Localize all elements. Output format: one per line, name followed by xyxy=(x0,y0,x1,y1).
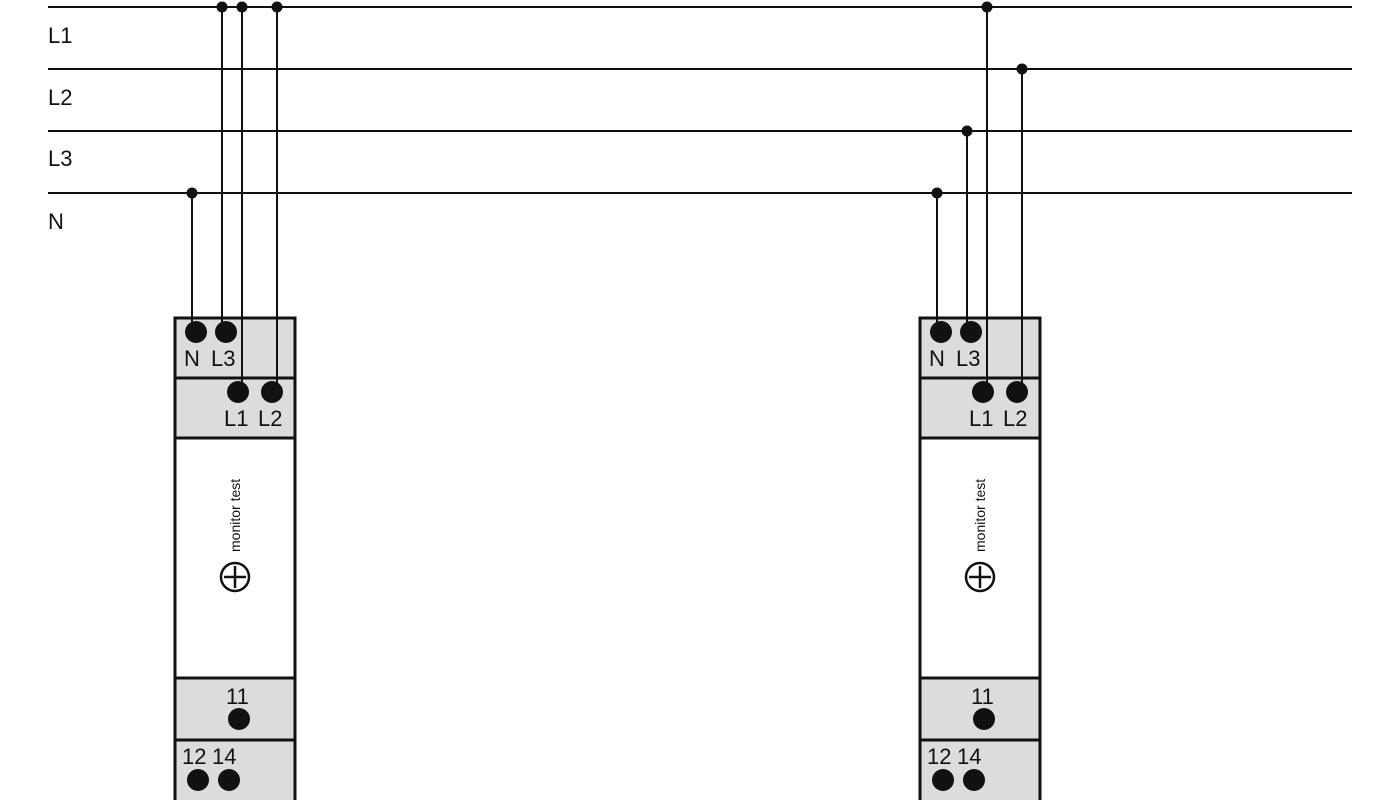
junction-dot xyxy=(186,187,198,199)
junction-dot xyxy=(931,187,943,199)
rail-label-l1: L1 xyxy=(48,23,72,48)
relay-module-1: N L3 L1 L2 11 12 14 monitor test xyxy=(173,1,297,800)
monitor-test-label: monitor test xyxy=(972,479,988,552)
terminal-label-l1: L1 xyxy=(969,406,993,431)
rail-label-l2: L2 xyxy=(48,85,72,110)
terminal-n xyxy=(930,321,952,343)
terminal-label-14: 14 xyxy=(212,744,236,769)
monitor-test-label: monitor test xyxy=(227,479,243,552)
module-middle-block xyxy=(173,436,297,680)
terminal-l2 xyxy=(261,381,283,403)
terminal-label-11: 11 xyxy=(226,684,249,709)
module-1-terminals xyxy=(185,321,283,791)
terminal-label-l3: L3 xyxy=(211,346,235,371)
terminal-label-12: 12 xyxy=(182,744,206,769)
terminal-11 xyxy=(228,708,250,730)
terminal-l3 xyxy=(960,321,982,343)
terminal-label-14: 14 xyxy=(957,744,981,769)
terminal-14 xyxy=(218,769,240,791)
plus-circle-icon[interactable] xyxy=(964,561,996,593)
terminal-n xyxy=(185,321,207,343)
module-output-block xyxy=(173,676,297,742)
terminal-label-l1: L1 xyxy=(224,406,248,431)
terminal-label-n: N xyxy=(929,346,945,371)
terminal-label-l3: L3 xyxy=(956,346,980,371)
module-2-terminals xyxy=(930,321,1028,791)
module-2-wires xyxy=(936,7,1023,392)
terminal-l1 xyxy=(972,381,994,403)
terminal-label-12: 12 xyxy=(927,744,951,769)
junction-dot xyxy=(236,1,248,13)
terminal-12 xyxy=(187,769,209,791)
bus-rails xyxy=(48,6,1352,194)
terminal-label-l2: L2 xyxy=(258,406,282,431)
module-middle-block xyxy=(918,436,1042,680)
junction-dot xyxy=(981,1,993,13)
module-1-wires xyxy=(191,7,278,392)
terminal-l2 xyxy=(1006,381,1028,403)
module-1-junctions xyxy=(186,1,283,199)
terminal-label-l2: L2 xyxy=(1003,406,1027,431)
module-2-junctions xyxy=(931,1,1028,199)
terminal-l1 xyxy=(227,381,249,403)
terminal-l3 xyxy=(215,321,237,343)
relay-module-2: N L3 L1 L2 11 12 14 monitor test xyxy=(918,1,1042,800)
junction-dot xyxy=(271,1,283,13)
junction-dot xyxy=(961,125,973,137)
junction-dot xyxy=(216,1,228,13)
terminal-label-n: N xyxy=(184,346,200,371)
terminal-label-11: 11 xyxy=(971,684,994,709)
terminal-12 xyxy=(932,769,954,791)
plus-circle-icon[interactable] xyxy=(219,561,251,593)
rail-label-n: N xyxy=(48,209,64,234)
terminal-11 xyxy=(973,708,995,730)
junction-dot xyxy=(1016,63,1028,75)
rail-label-l3: L3 xyxy=(48,146,72,171)
terminal-14 xyxy=(963,769,985,791)
rail-labels: L1 L2 L3 N xyxy=(48,23,72,234)
